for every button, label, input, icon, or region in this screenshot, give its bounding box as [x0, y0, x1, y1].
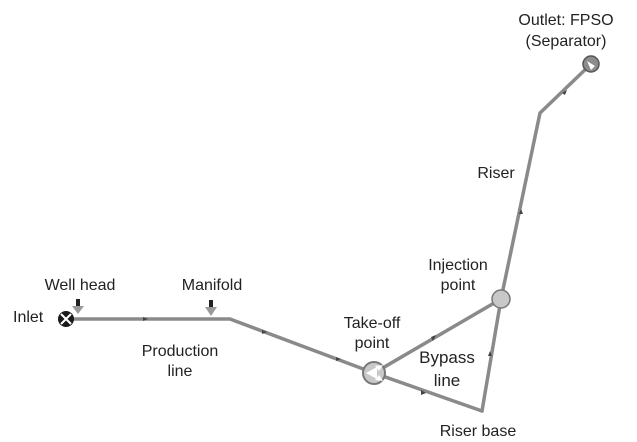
riser-base-label: Riser base — [440, 423, 517, 440]
inlet-node[interactable] — [58, 311, 74, 327]
splitter-icon — [366, 365, 383, 381]
flow-arrow-icon — [562, 90, 567, 95]
flow-arrow-icon — [421, 390, 426, 395]
injection-point-label-line1: Injection — [428, 257, 488, 274]
flow-arrow-icon — [431, 335, 436, 341]
outlet-icon — [587, 61, 595, 70]
bypass-line-lower-pipe — [372, 371, 484, 413]
flow-arrow-icon — [488, 351, 492, 356]
production-line-label-line1: Production — [142, 343, 219, 360]
inlet-label: Inlet — [13, 309, 44, 326]
production-line-label-line2: line — [168, 363, 193, 380]
production-line-pipe — [64, 317, 376, 375]
take-off-point-label-line2: point — [355, 335, 390, 352]
take-off-point-label-line1: Take-off — [344, 315, 401, 332]
well-head-source-marker — [72, 299, 84, 314]
manifold-source-marker — [205, 300, 217, 316]
injection-point-label-line2: point — [441, 277, 476, 294]
take-off-point-node[interactable] — [362, 361, 386, 385]
bypass-line-label-line2: line — [434, 371, 460, 390]
flow-arrow-icon — [262, 330, 267, 334]
flow-arrow-icon — [336, 357, 341, 361]
bypass-line-upper-pipe — [372, 297, 503, 375]
outlet-label-line1: Outlet: FPSO — [518, 12, 613, 29]
flow-arrow-icon — [519, 209, 523, 214]
bypass-line-label-line1: Bypass — [419, 348, 475, 367]
outlet-node[interactable] — [582, 55, 600, 73]
manifold-label: Manifold — [182, 277, 242, 294]
outlet-label-line2: (Separator) — [526, 33, 607, 50]
well-head-label: Well head — [45, 277, 116, 294]
flow-markers — [143, 90, 567, 395]
riser-label: Riser — [477, 165, 515, 182]
injection-point-node[interactable] — [491, 289, 511, 309]
flow-arrow-icon — [143, 317, 148, 321]
riser-pipe — [499, 62, 593, 301]
